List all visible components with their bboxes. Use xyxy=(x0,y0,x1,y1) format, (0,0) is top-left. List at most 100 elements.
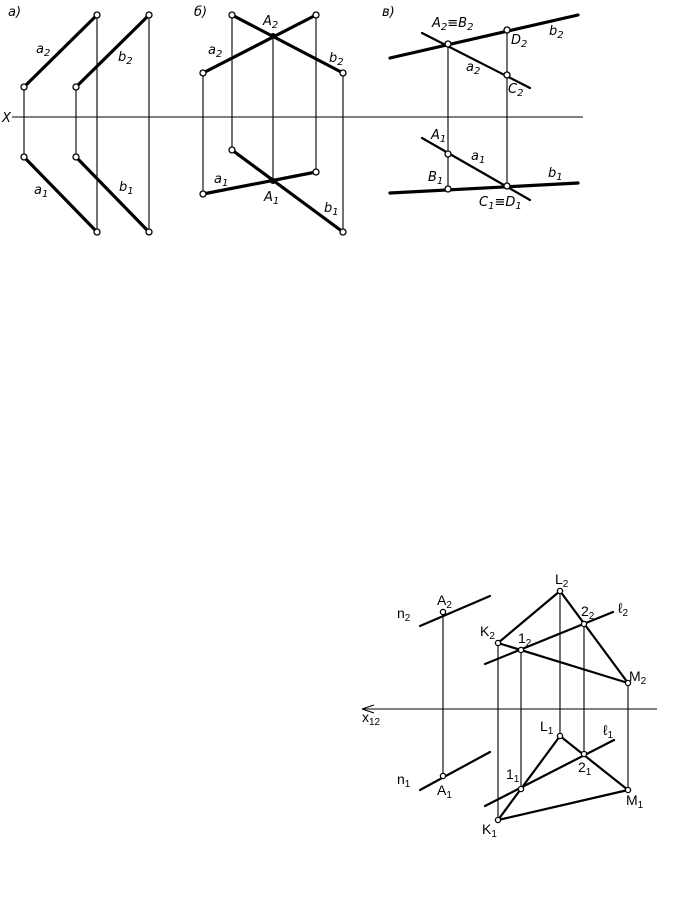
line-a1 xyxy=(201,170,318,196)
edge-L2M2 xyxy=(558,589,630,685)
line-n1 xyxy=(418,750,492,792)
edge-K1M1 xyxy=(496,788,630,822)
label-M1: M1 xyxy=(626,792,644,811)
point xyxy=(72,153,80,161)
point xyxy=(93,228,101,236)
point xyxy=(145,228,153,236)
point-A2 xyxy=(439,608,447,616)
point xyxy=(312,11,320,19)
point-C2 xyxy=(503,71,511,79)
label-b1: b1 xyxy=(324,201,339,218)
label-A2B2: A2≡B2 xyxy=(431,16,473,33)
label-A2: A2 xyxy=(262,14,278,31)
line-b2 xyxy=(230,13,345,75)
label-1-1: 11 xyxy=(506,766,520,785)
point xyxy=(228,11,236,19)
panel-c: в) A2≡B2 D2 b2 a2 C2 A1 a1 B1 b1 xyxy=(382,5,580,212)
line-l1 xyxy=(483,738,616,808)
bottom-figure: x12 n2 xyxy=(361,571,657,840)
label-2-2: 22 xyxy=(581,603,595,622)
label-D2: D2 xyxy=(511,33,527,50)
point xyxy=(20,83,28,91)
label-A1: A1 xyxy=(430,128,446,145)
point-K2 xyxy=(494,639,502,647)
label-C2: C2 xyxy=(508,82,523,99)
point-L1 xyxy=(556,732,564,740)
label-b2: b2 xyxy=(549,24,564,41)
line-a1 xyxy=(22,155,99,234)
label-b2: b2 xyxy=(118,50,133,67)
panel-b-title: б) xyxy=(194,5,207,20)
panel-a-title: а) xyxy=(8,5,21,20)
label-K1: K1 xyxy=(482,821,497,840)
panel-b: б) A2 a2 b2 a1 xyxy=(194,5,347,236)
point-1-1 xyxy=(517,785,525,793)
label-A1: A1 xyxy=(263,190,279,207)
label-A2: A2 xyxy=(437,592,452,611)
point-L2 xyxy=(556,587,564,595)
line-a2 xyxy=(420,31,532,90)
label-n1: n1 xyxy=(397,771,411,790)
point-A2B2 xyxy=(444,40,452,48)
label-b1: b1 xyxy=(119,180,134,197)
point xyxy=(72,83,80,91)
point-1-2 xyxy=(517,646,525,654)
edge-K2L2 xyxy=(496,589,562,645)
point-A1 xyxy=(270,178,276,184)
label-M2: M2 xyxy=(629,668,647,687)
panel-a: а) a2 b2 a1 b1 xyxy=(8,5,153,236)
edge-K1L1 xyxy=(496,734,562,822)
label-L1: L1 xyxy=(540,718,554,737)
point xyxy=(339,69,347,77)
point xyxy=(93,11,101,19)
point-2-2 xyxy=(580,620,588,628)
point-C1D1 xyxy=(503,182,511,190)
edge-K2M2 xyxy=(496,641,630,685)
axis-x12-label: x12 xyxy=(362,709,381,728)
point xyxy=(312,168,320,176)
label-2-1: 21 xyxy=(578,759,592,778)
point-B1 xyxy=(444,185,452,193)
point-A2 xyxy=(270,33,276,39)
axis-arrow-icon xyxy=(361,704,375,714)
label-l2: ℓ2 xyxy=(618,600,629,619)
line-b1 xyxy=(230,148,345,234)
point-A1 xyxy=(439,772,447,780)
label-A1: A1 xyxy=(437,782,452,801)
line-a2 xyxy=(201,13,318,75)
label-L2: L2 xyxy=(555,571,569,590)
label-K2: K2 xyxy=(480,623,495,642)
label-a2: a2 xyxy=(36,42,50,59)
line-a2 xyxy=(22,13,99,89)
label-C1D1: C1≡D1 xyxy=(479,195,522,212)
label-b2: b2 xyxy=(329,51,344,68)
line-b2 xyxy=(388,13,580,60)
label-b1: b1 xyxy=(548,166,563,183)
axis-x-label: X xyxy=(1,111,12,126)
label-a1: a1 xyxy=(471,149,485,166)
line-b1 xyxy=(388,181,580,195)
point-A1 xyxy=(444,150,452,158)
point xyxy=(228,146,236,154)
label-l1: ℓ1 xyxy=(603,722,614,741)
line-b2 xyxy=(74,13,151,89)
line-b1 xyxy=(74,155,151,234)
panel-c-title: в) xyxy=(382,5,395,20)
point-M2 xyxy=(624,679,632,687)
point-D2 xyxy=(503,26,511,34)
point-M1 xyxy=(624,786,632,794)
label-a1: a1 xyxy=(214,172,228,189)
label-n2: n2 xyxy=(397,605,411,624)
point xyxy=(339,228,347,236)
line-l2 xyxy=(483,610,615,666)
line-a1 xyxy=(420,136,532,202)
point xyxy=(199,69,207,77)
point xyxy=(20,153,28,161)
point-2-1 xyxy=(580,750,588,758)
label-a2: a2 xyxy=(466,60,480,77)
label-a1: a1 xyxy=(34,183,48,200)
line-n2 xyxy=(418,594,492,628)
label-1-2: 12 xyxy=(518,630,532,649)
point xyxy=(199,190,207,198)
